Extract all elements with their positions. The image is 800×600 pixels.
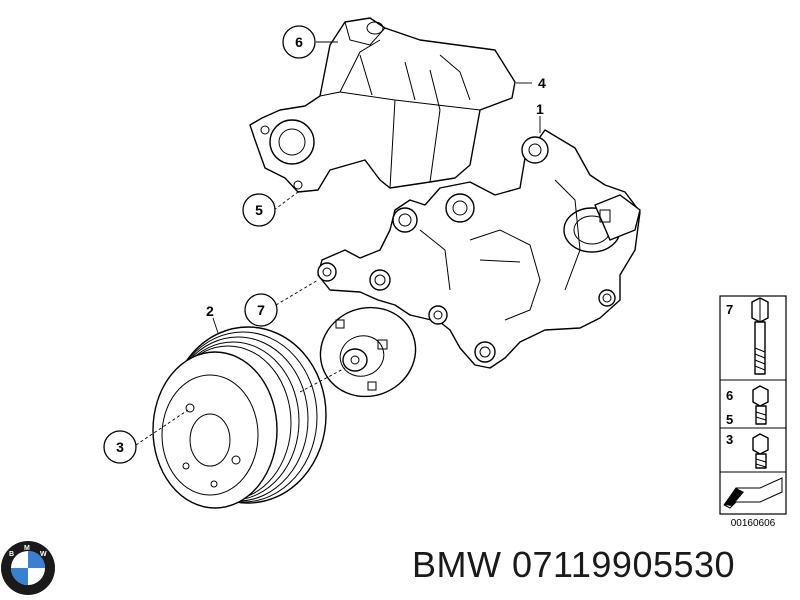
callout-6-text: 6 bbox=[295, 34, 303, 50]
callout-3: 3 bbox=[103, 430, 137, 464]
logo-letter-m: M bbox=[24, 545, 30, 552]
direction-arrow-icon bbox=[723, 477, 783, 509]
pulley-part-2 bbox=[152, 326, 327, 509]
label-1: 1 bbox=[536, 101, 544, 117]
pump-flange bbox=[319, 306, 417, 398]
bracket-part-4 bbox=[249, 17, 516, 193]
callout-5-text: 5 bbox=[255, 202, 263, 218]
hardware-panel: 7 6 5 3 00160606 bbox=[719, 295, 787, 529]
logo-letter-w: W bbox=[40, 551, 47, 558]
bolt-3-icon bbox=[752, 433, 769, 469]
callout-7: 7 bbox=[244, 293, 278, 327]
bmw-logo-icon: B M W bbox=[1, 541, 55, 595]
leader-lines bbox=[135, 41, 541, 446]
bolt-7-icon bbox=[751, 297, 769, 375]
panel-label-5: 5 bbox=[726, 412, 733, 427]
pump-part-1 bbox=[317, 129, 641, 369]
bolt-6-5-icon bbox=[752, 385, 769, 425]
callout-3-text: 3 bbox=[116, 439, 124, 455]
reference-code: 00160606 bbox=[731, 518, 776, 529]
part-number-text: BMW 07119905530 bbox=[412, 544, 736, 585]
panel-label-3: 3 bbox=[726, 432, 733, 447]
label-4: 4 bbox=[538, 75, 546, 91]
callout-5: 5 bbox=[242, 193, 276, 227]
panel-label-7: 7 bbox=[726, 302, 733, 317]
panel-label-6: 6 bbox=[726, 388, 733, 403]
callout-7-text: 7 bbox=[257, 302, 265, 318]
label-2: 2 bbox=[206, 303, 214, 319]
logo-letter-b: B bbox=[9, 551, 14, 558]
callout-6: 6 bbox=[282, 25, 316, 59]
